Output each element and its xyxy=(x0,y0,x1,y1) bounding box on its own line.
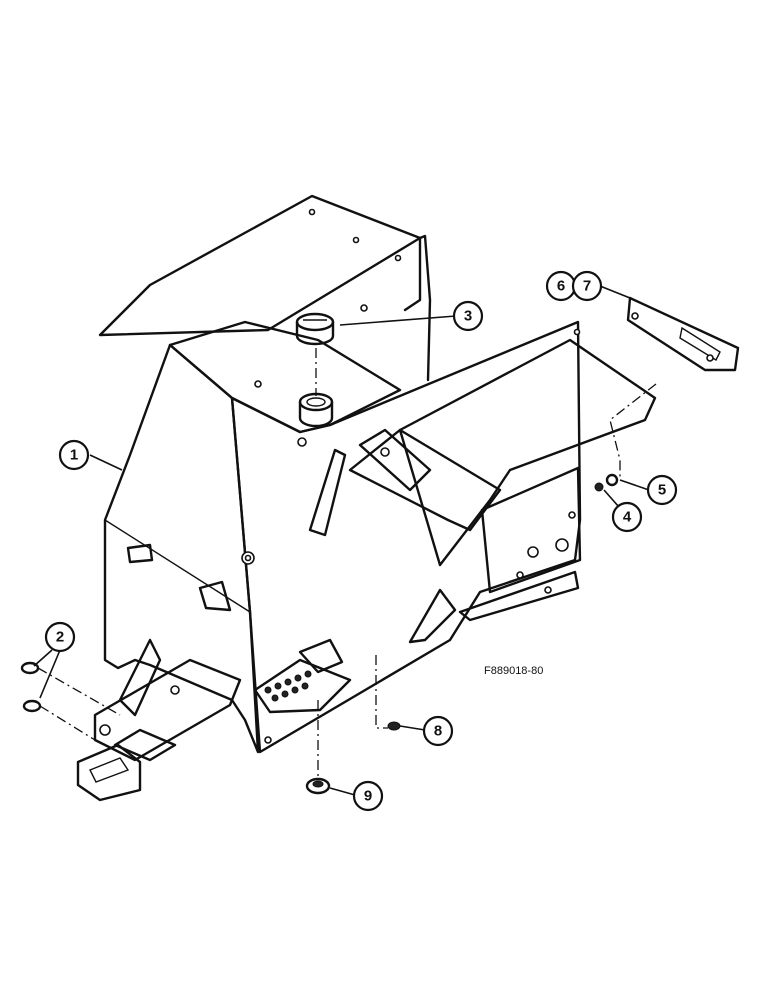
nut-washer xyxy=(594,473,619,492)
callout-7: 7 xyxy=(571,270,603,302)
rear-shield xyxy=(98,194,422,337)
callout-9-label: 9 xyxy=(364,788,372,805)
callout-3: 3 xyxy=(452,300,484,332)
figure-reference: F889018-80 xyxy=(484,665,543,677)
step-bracket xyxy=(348,338,657,644)
callout-3-label: 3 xyxy=(464,308,472,325)
frame-body xyxy=(103,320,582,754)
callout-2: 2 xyxy=(44,621,76,653)
callout-9: 9 xyxy=(352,780,384,812)
nuts-item-2 xyxy=(20,661,42,713)
filler-neck xyxy=(298,348,334,428)
callout-6-label: 6 xyxy=(557,278,565,295)
callout-1: 1 xyxy=(58,439,90,471)
callout-6: 6 xyxy=(545,270,577,302)
callout-1-label: 1 xyxy=(70,447,78,464)
cover-plate xyxy=(626,296,740,372)
side-plate-right xyxy=(360,234,432,382)
lower-bracket xyxy=(76,638,242,802)
grommet-item-9 xyxy=(305,777,331,795)
callout-4-label: 4 xyxy=(623,509,632,526)
callout-2-label: 2 xyxy=(56,629,64,646)
lower-cutaway xyxy=(253,638,352,714)
callout-7-label: 7 xyxy=(583,278,591,295)
bolt-item-8 xyxy=(387,721,401,731)
callout-8: 8 xyxy=(422,715,454,747)
callout-5-label: 5 xyxy=(658,482,666,499)
filler-cap xyxy=(295,312,335,346)
callout-5: 5 xyxy=(646,474,678,506)
callout-8-label: 8 xyxy=(434,723,442,740)
callout-4: 4 xyxy=(611,501,643,533)
